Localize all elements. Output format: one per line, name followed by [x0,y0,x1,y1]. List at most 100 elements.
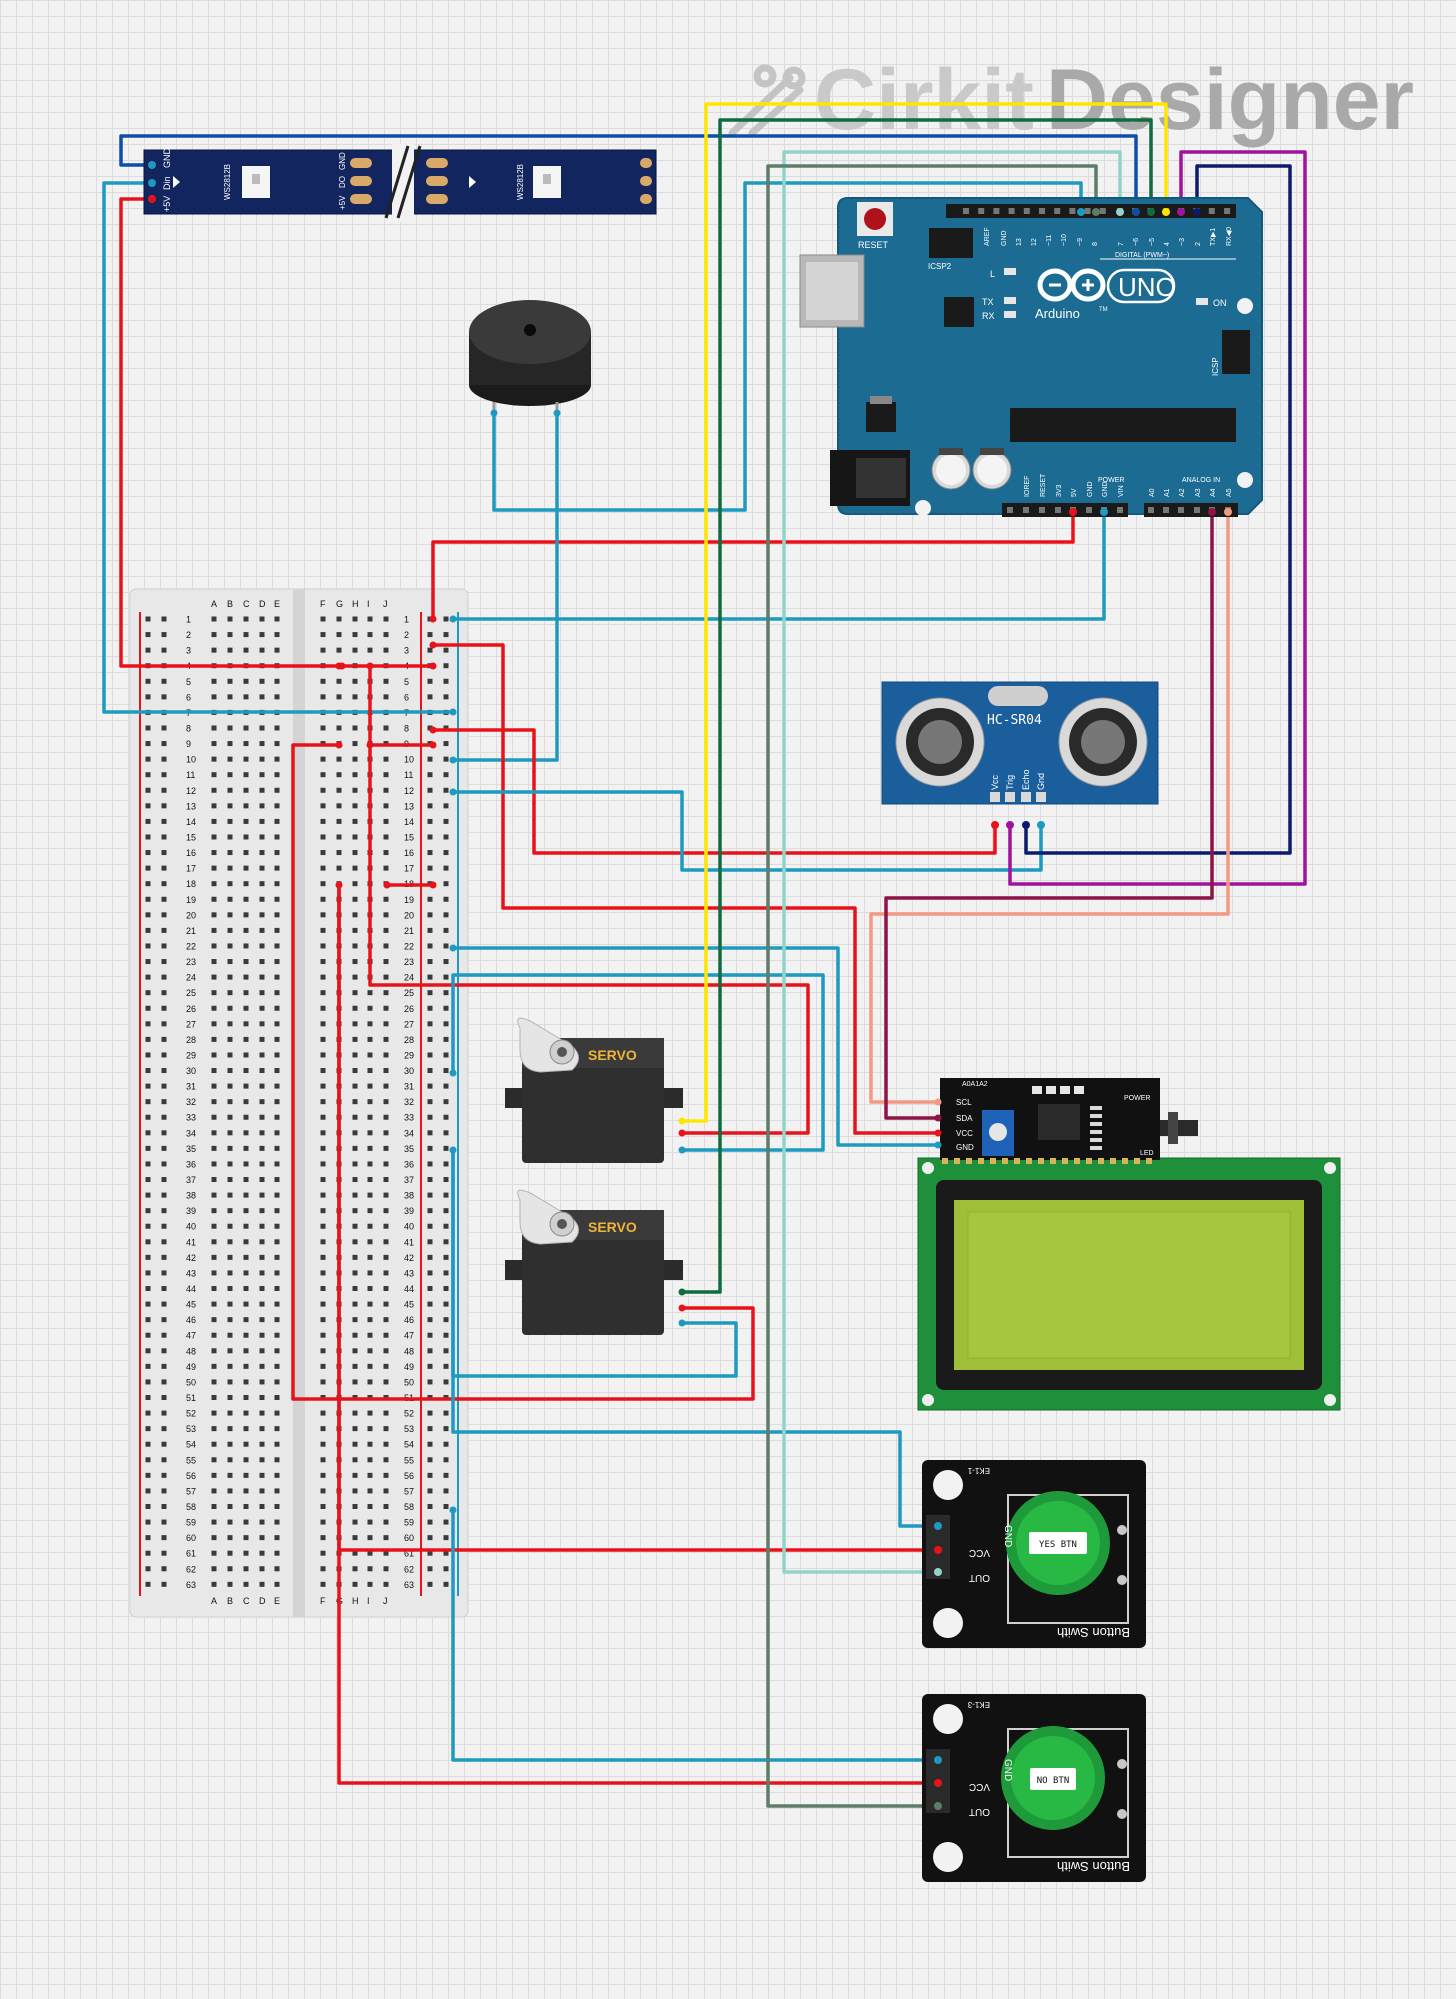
breadboard-hole[interactable] [320,1286,326,1292]
breadboard-hole[interactable] [227,1503,233,1509]
breadboard-hole[interactable] [352,803,358,809]
breadboard-hole[interactable] [352,881,358,887]
breadboard-hole[interactable] [427,1379,433,1385]
breadboard-hole[interactable] [243,1441,249,1447]
buzzer-pin-1[interactable] [490,409,498,417]
breadboard-hole[interactable] [427,1410,433,1416]
breadboard-hole[interactable] [443,725,449,731]
header-pin[interactable] [1086,507,1092,513]
breadboard-hole[interactable] [161,1270,167,1276]
breadboard-hole[interactable] [227,943,233,949]
breadboard-hole[interactable] [336,865,342,871]
breadboard-hole[interactable] [383,943,389,949]
breadboard-hole[interactable] [227,647,233,653]
servo1-pin-vcc[interactable] [678,1129,686,1137]
breadboard-hole[interactable] [227,1036,233,1042]
breadboard-hole[interactable] [274,1441,280,1447]
breadboard-hole[interactable] [161,803,167,809]
ultrasonic-pin-echo[interactable] [1022,821,1030,829]
breadboard-hole[interactable] [145,834,151,840]
breadboard-wire-end[interactable] [429,726,437,734]
breadboard-hole[interactable] [367,1410,373,1416]
breadboard-hole[interactable] [320,1036,326,1042]
breadboard-hole[interactable] [274,1410,280,1416]
breadboard-hole[interactable] [352,772,358,778]
breadboard-hole[interactable] [427,1254,433,1260]
breadboard-hole[interactable] [243,1395,249,1400]
breadboard-hole[interactable] [161,1239,167,1245]
breadboard-hole[interactable] [443,1130,449,1136]
breadboard-hole[interactable] [161,834,167,840]
breadboard-hole[interactable] [243,678,249,684]
breadboard-hole[interactable] [352,1130,358,1136]
breadboard-hole[interactable] [161,1005,167,1011]
breadboard-hole[interactable] [259,1254,265,1260]
breadboard-hole[interactable] [243,1114,249,1120]
breadboard-hole[interactable] [274,1519,280,1525]
breadboard-hole[interactable] [427,725,433,731]
breadboard-hole[interactable] [352,1535,358,1541]
breadboard-hole[interactable] [145,803,151,809]
breadboard-hole[interactable] [161,772,167,778]
breadboard-hole[interactable] [227,725,233,731]
breadboard-hole[interactable] [211,1566,217,1572]
header-pin[interactable] [1194,507,1200,513]
header-pin[interactable] [1148,507,1154,513]
breadboard-hole[interactable] [274,927,280,933]
breadboard-hole[interactable] [274,943,280,949]
breadboard-wire-end[interactable] [429,615,437,623]
breadboard-hole[interactable] [259,803,265,809]
breadboard-hole[interactable] [259,741,265,747]
breadboard-hole[interactable] [243,1332,249,1338]
i2c-pin-sda[interactable] [934,1114,942,1122]
breadboard-hole[interactable] [320,1410,326,1416]
breadboard-hole[interactable] [211,1550,217,1556]
breadboard-hole[interactable] [443,1114,449,1120]
header-pin[interactable] [1039,208,1045,214]
breadboard-hole[interactable] [443,772,449,778]
breadboard-hole[interactable] [352,632,358,638]
breadboard-hole[interactable] [211,1395,217,1400]
strip-pin-gnd[interactable] [148,161,156,169]
breadboard-hole[interactable] [274,1145,280,1151]
breadboard-hole[interactable] [227,1052,233,1058]
breadboard-hole[interactable] [243,1457,249,1463]
breadboard-hole[interactable] [161,974,167,980]
breadboard-hole[interactable] [352,1348,358,1354]
breadboard-hole[interactable] [352,1488,358,1494]
breadboard-hole[interactable] [443,1410,449,1416]
breadboard-hole[interactable] [383,1114,389,1120]
breadboard-hole[interactable] [145,1114,151,1120]
breadboard-hole[interactable] [243,927,249,933]
breadboard-hole[interactable] [243,1363,249,1369]
ultrasonic-pin-gnd[interactable] [1037,821,1045,829]
breadboard-hole[interactable] [227,818,233,824]
breadboard-hole[interactable] [320,834,326,840]
breadboard-hole[interactable] [145,1566,151,1572]
breadboard-hole[interactable] [274,1550,280,1556]
breadboard-hole[interactable] [427,1332,433,1338]
breadboard-hole[interactable] [352,1177,358,1183]
breadboard-hole[interactable] [367,1519,373,1525]
breadboard-hole[interactable] [243,1036,249,1042]
breadboard-hole[interactable] [211,1270,217,1276]
breadboard-hole[interactable] [427,632,433,638]
breadboard-hole[interactable] [227,1426,233,1432]
breadboard-hole[interactable] [367,1052,373,1058]
breadboard-hole[interactable] [367,1083,373,1089]
breadboard-hole[interactable] [259,1441,265,1447]
breadboard-hole[interactable] [320,990,326,996]
breadboard-hole[interactable] [367,1239,373,1245]
breadboard-hole[interactable] [259,850,265,856]
breadboard-hole[interactable] [320,1083,326,1089]
breadboard-hole[interactable] [352,1566,358,1572]
breadboard-hole[interactable] [320,1317,326,1323]
breadboard-hole[interactable] [274,632,280,638]
breadboard-hole[interactable] [443,1363,449,1369]
breadboard-hole[interactable] [320,1503,326,1509]
breadboard-hole[interactable] [443,678,449,684]
breadboard-hole[interactable] [320,1332,326,1338]
breadboard-hole[interactable] [211,1192,217,1198]
breadboard-hole[interactable] [320,1021,326,1027]
breadboard-hole[interactable] [383,959,389,965]
